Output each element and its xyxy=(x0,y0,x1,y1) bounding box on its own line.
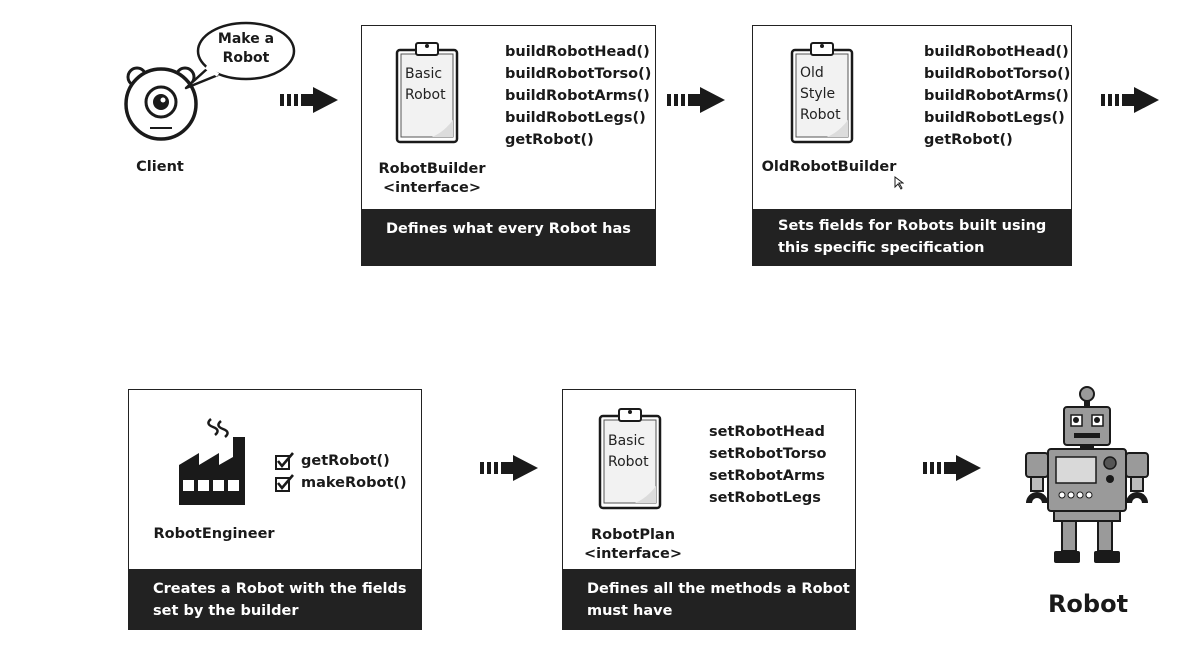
clipboard-text: Basic Robot xyxy=(405,66,446,103)
method-list: setRobotHead setRobotTorso setRobotArms … xyxy=(709,421,826,509)
robot-plan-panel: Basic Robot RobotPlan <interface> setRob… xyxy=(562,389,856,630)
factory-icon xyxy=(179,418,245,505)
method-item: setRobotLegs xyxy=(709,490,821,506)
stereotype-label: <interface> xyxy=(583,546,683,562)
class-name: RobotEngineer xyxy=(153,526,275,542)
caption-text: Defines what every Robot has xyxy=(386,221,631,237)
method-item: buildRobotLegs() xyxy=(924,110,1065,126)
method-item: setRobotHead xyxy=(709,424,825,440)
client-label: Client xyxy=(136,159,184,175)
robot-builder-panel: Basic Robot RobotBuilder <interface> bui… xyxy=(361,25,656,266)
clipboard-text: Old Style Robot xyxy=(800,65,841,123)
flow-arrow-icon xyxy=(480,455,538,481)
panel-caption: Defines what every Robot has xyxy=(362,209,655,265)
robot-label: Robot xyxy=(1047,590,1129,618)
flow-arrow-icon xyxy=(667,87,725,113)
method-item: buildRobotArms() xyxy=(505,88,650,104)
flow-arrow-icon xyxy=(923,455,981,481)
stereotype-label: <interface> xyxy=(382,180,482,196)
method-item: getRobot() xyxy=(275,450,407,472)
method-item: buildRobotArms() xyxy=(924,88,1069,104)
method-item: buildRobotTorso() xyxy=(505,66,652,82)
method-item: setRobotTorso xyxy=(709,446,827,462)
method-list: buildRobotHead() buildRobotTorso() build… xyxy=(924,41,1070,151)
panel-caption: Creates a Robot with the fields set by t… xyxy=(129,569,421,629)
checkbox-checked-icon xyxy=(275,474,294,492)
checkbox-checked-icon xyxy=(275,452,294,470)
clipboard-icon xyxy=(790,42,854,144)
method-item: getRobot() xyxy=(505,132,594,148)
caption-text: Defines all the methods a Robot must hav… xyxy=(587,581,850,619)
clipboard-text: Basic Robot xyxy=(608,433,649,470)
caption-text: Sets fields for Robots built using this … xyxy=(778,218,1047,256)
class-name: OldRobotBuilder xyxy=(761,159,897,175)
panel-caption: Defines all the methods a Robot must hav… xyxy=(563,569,855,629)
class-name: RobotBuilder xyxy=(378,161,486,177)
method-item: setRobotArms xyxy=(709,468,825,484)
speech-text: Make a Robot xyxy=(217,31,275,66)
method-item: makeRobot() xyxy=(275,472,407,494)
robot-engineer-panel: getRobot() makeRobot() RobotEngineer Cre… xyxy=(128,389,422,630)
clipboard-icon xyxy=(395,42,459,144)
robot-icon xyxy=(1025,386,1149,563)
flow-arrow-icon xyxy=(280,87,338,113)
class-name: RobotPlan xyxy=(590,527,676,543)
panel-caption: Sets fields for Robots built using this … xyxy=(753,209,1071,265)
old-robot-builder-panel: Old Style Robot OldRobotBuilder buildRob… xyxy=(752,25,1072,266)
client-icon xyxy=(124,66,198,141)
mouse-cursor-icon xyxy=(894,176,904,190)
method-item: buildRobotHead() xyxy=(924,44,1069,60)
method-item: buildRobotLegs() xyxy=(505,110,646,126)
clipboard-icon xyxy=(598,408,662,510)
method-list: getRobot() makeRobot() xyxy=(275,450,407,494)
method-item: getRobot() xyxy=(924,132,1013,148)
caption-text: Creates a Robot with the fields set by t… xyxy=(153,581,407,619)
method-list: buildRobotHead() buildRobotTorso() build… xyxy=(505,41,651,151)
flow-arrow-icon xyxy=(1101,87,1159,113)
speech-bubble-icon xyxy=(184,21,296,90)
method-item: buildRobotTorso() xyxy=(924,66,1071,82)
method-item: buildRobotHead() xyxy=(505,44,650,60)
